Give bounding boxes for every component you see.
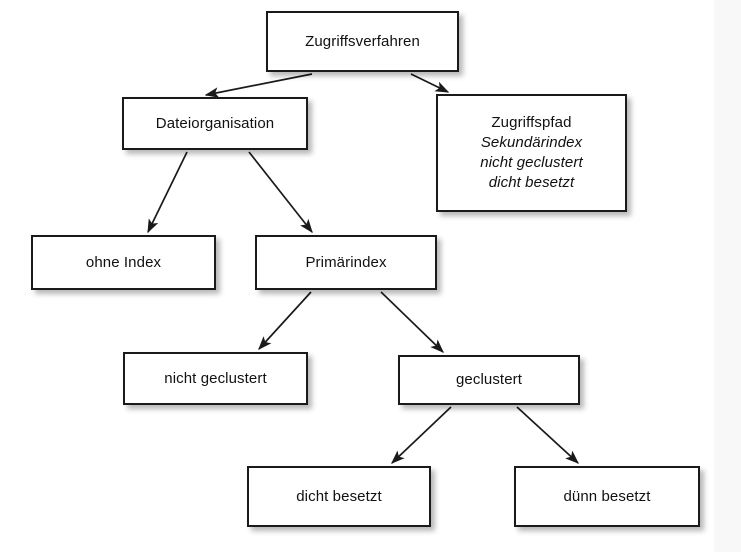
node-label: Dateiorganisation: [155, 114, 275, 132]
node-label: nicht geclustert: [164, 369, 267, 387]
node-label-detail-1: Sekundärindex: [480, 134, 583, 152]
node-geclustert[interactable]: geclustert: [398, 355, 580, 405]
node-ohne-index[interactable]: ohne Index: [31, 235, 216, 290]
edge-dateiorganisation-ohne-index: [147, 151, 188, 234]
node-label: dicht besetzt: [296, 487, 382, 505]
node-zugriffspfad[interactable]: Zugriffspfad Sekundärindex nicht geclust…: [436, 94, 627, 212]
edge-zugriffsverfahren-zugriffspfad: [410, 73, 450, 93]
node-nicht-geclustert[interactable]: nicht geclustert: [123, 352, 308, 405]
edge-primaerindex-geclustert: [380, 291, 444, 353]
edge-geclustert-duenn-besetzt: [516, 406, 580, 464]
node-label: Zugriffspfad: [491, 114, 572, 132]
node-label: geclustert: [455, 371, 523, 389]
edge-geclustert-dicht-besetzt: [391, 406, 452, 464]
node-label: ohne Index: [85, 253, 162, 271]
edge-zugriffsverfahren-dateiorganisation: [204, 73, 313, 98]
node-label: Zugriffsverfahren: [305, 32, 420, 50]
edge-dateiorganisation-primaerindex: [248, 151, 313, 234]
node-label: dünn besetzt: [563, 487, 651, 505]
edge-primaerindex-nicht-geclustert: [258, 291, 312, 351]
node-label-detail-3: dicht besetzt: [488, 173, 575, 191]
node-duenn-besetzt[interactable]: dünn besetzt: [514, 466, 700, 527]
node-zugriffsverfahren[interactable]: Zugriffsverfahren: [266, 11, 459, 72]
node-dicht-besetzt[interactable]: dicht besetzt: [247, 466, 431, 527]
node-primaerindex[interactable]: Primärindex: [255, 235, 437, 290]
node-dateiorganisation[interactable]: Dateiorganisation: [122, 97, 308, 150]
node-label-detail-2: nicht geclustert: [480, 154, 583, 171]
node-label: Primärindex: [305, 253, 387, 271]
